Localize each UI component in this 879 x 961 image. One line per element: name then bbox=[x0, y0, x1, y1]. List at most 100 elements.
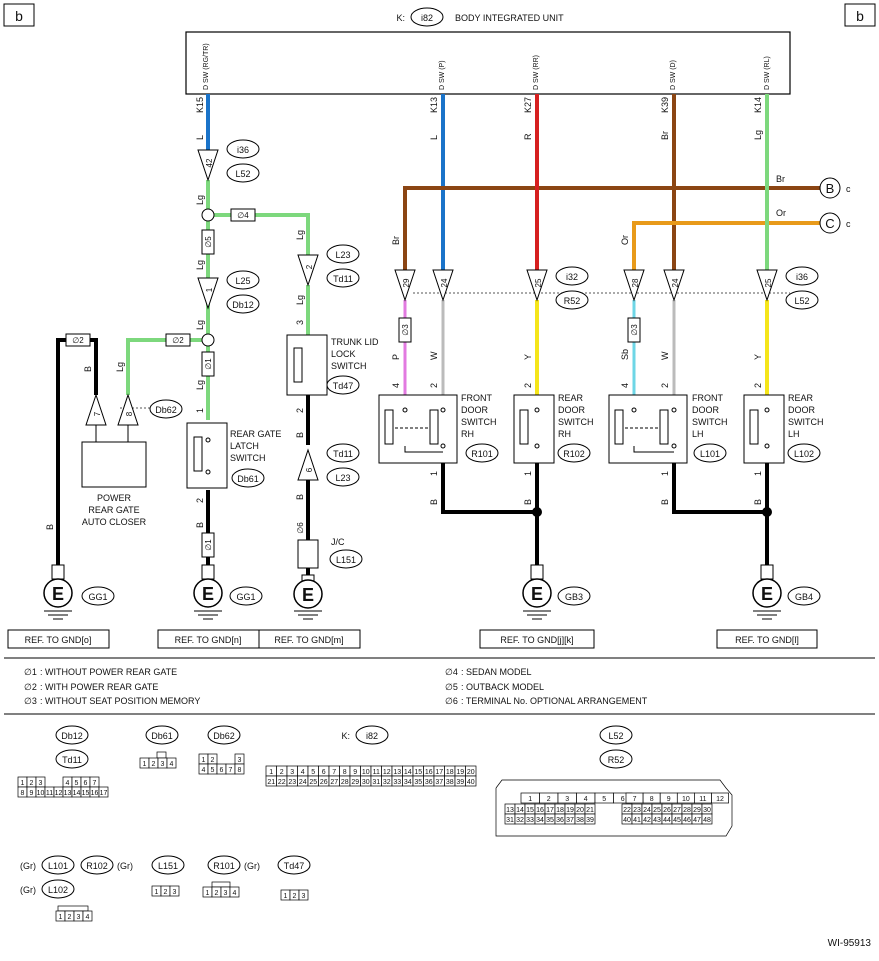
connector-pin-number: 36 bbox=[425, 779, 433, 786]
opt-box-3b bbox=[627, 317, 641, 343]
label-r-col3: R bbox=[523, 133, 533, 140]
flh-label-3: SWITCH bbox=[692, 417, 728, 427]
ref-gnd-n: REF. TO GND[n] bbox=[175, 635, 242, 645]
unit-prefix: K: bbox=[396, 13, 405, 23]
label-sb: Sb bbox=[620, 349, 630, 360]
connector-pin-number: 20 bbox=[576, 807, 584, 814]
connector-pin-number: 22 bbox=[623, 807, 631, 814]
connector-pin-number: 2 bbox=[293, 893, 297, 900]
connector-pin-number: 4 bbox=[584, 796, 588, 803]
ref-gnd-jk: REF. TO GND[j][k] bbox=[500, 635, 573, 645]
connector-pin-number: 35 bbox=[546, 817, 554, 824]
connector-pin-number: 13 bbox=[64, 790, 72, 797]
connector-pin-number: 2 bbox=[30, 780, 34, 787]
connector-pin-number: 18 bbox=[556, 807, 564, 814]
splice-gb3 bbox=[532, 507, 542, 517]
pin-label-rgtr: D SW (RG/TR) bbox=[203, 43, 210, 90]
oval-l23-b: L23 bbox=[335, 473, 350, 483]
oval-r101: R101 bbox=[471, 449, 493, 459]
bus-c-terminal bbox=[819, 212, 841, 234]
opt-box-5 bbox=[201, 229, 215, 255]
label-lg-sedan: Lg bbox=[295, 230, 305, 240]
rear-gate-latch-switch bbox=[186, 422, 228, 489]
connector-pin-number: 37 bbox=[566, 817, 574, 824]
bus-b-letter: B bbox=[826, 181, 835, 196]
connector-pin-number: 14 bbox=[73, 790, 81, 797]
connector-pin-number: 1 bbox=[202, 757, 206, 764]
connector-pin-number: 29 bbox=[351, 779, 359, 786]
connector-pin-number: 2 bbox=[280, 769, 284, 776]
bus-c-c: c bbox=[846, 219, 851, 229]
conn-tri-td11 bbox=[297, 448, 319, 481]
ground-e-2: E bbox=[202, 584, 214, 604]
bus-c-letter: C bbox=[825, 216, 834, 231]
wire-green-closer bbox=[126, 338, 202, 395]
connector-pin-number: 12 bbox=[716, 796, 724, 803]
unit-code-oval bbox=[410, 7, 444, 27]
connector-pin-number: 13 bbox=[393, 769, 401, 776]
label-l-col1: L bbox=[195, 135, 205, 140]
connector-pin-number: 31 bbox=[372, 779, 380, 786]
wire-brown-bus bbox=[403, 186, 820, 270]
flh-label-1: FRONT bbox=[692, 393, 723, 403]
pin-label-rl: D SW (RL) bbox=[764, 56, 771, 90]
opt-mark-1a: ∅1 bbox=[204, 358, 213, 370]
label-k39: K39 bbox=[660, 97, 670, 113]
rlh-label-2: DOOR bbox=[788, 405, 816, 415]
junction-sedan bbox=[201, 208, 215, 222]
conn-tri-25b bbox=[756, 269, 778, 302]
rlh-label-4: LH bbox=[788, 429, 800, 439]
label-pin2-flh: 2 bbox=[660, 383, 670, 388]
connector-pin-number: 43 bbox=[653, 817, 661, 824]
oval-i32: i32 bbox=[566, 272, 578, 282]
connector-pin-number: 10 bbox=[37, 790, 45, 797]
label-b-frh: B bbox=[429, 499, 439, 505]
label-y-rlh: Y bbox=[753, 354, 763, 360]
oval-l25: L25 bbox=[235, 276, 250, 286]
trunk-label-1: TRUNK LID bbox=[331, 337, 379, 347]
cv-td11: Td11 bbox=[62, 755, 82, 765]
connector-pin-number: 17 bbox=[435, 769, 443, 776]
cv-k-prefix: K: bbox=[341, 731, 350, 741]
connector-pin-number: 1 bbox=[59, 914, 63, 921]
connector-pin-number: 26 bbox=[663, 807, 671, 814]
note-4-text: : SEDAN MODEL bbox=[461, 667, 532, 677]
figure-id: WI-95913 bbox=[828, 938, 872, 949]
connector-pin-number: 3 bbox=[302, 893, 306, 900]
label-lg-closer: Lg bbox=[115, 362, 125, 372]
connector-pin-number: 44 bbox=[663, 817, 671, 824]
connector-pin-number: 21 bbox=[267, 779, 275, 786]
label-b-trunk: B bbox=[295, 432, 305, 438]
notes: ∅1 : WITHOUT POWER REAR GATE ∅2 : WITH P… bbox=[24, 667, 648, 706]
connector-pin-number: 3 bbox=[161, 761, 165, 768]
connector-pin-number: 42 bbox=[643, 817, 651, 824]
rlh-label-1: REAR bbox=[788, 393, 814, 403]
label-pin2-trunk: 2 bbox=[295, 408, 305, 413]
option-boxes: ∅4 ∅5 ∅1 ∅2 ∅2 ∅1 ∅3 ∅3 ∅6 bbox=[65, 208, 641, 558]
pin-25b: 25 bbox=[764, 278, 773, 287]
connector-pin-number: 12 bbox=[383, 769, 391, 776]
connector-pin-number: 11 bbox=[699, 796, 706, 803]
jc-label: J/C bbox=[331, 537, 345, 547]
latch-switch-contact bbox=[193, 436, 203, 472]
conn-tri-db62-8 bbox=[117, 393, 139, 426]
connector-pin-number: 24 bbox=[299, 779, 307, 786]
cv-l151: L151 bbox=[158, 861, 178, 871]
connector-pin-number: 10 bbox=[362, 769, 370, 776]
connector-pin-number: 17 bbox=[546, 807, 554, 814]
note-2-text: : WITH POWER REAR GATE bbox=[40, 682, 158, 692]
label-lg-trunk: Lg bbox=[295, 295, 305, 305]
opt-mark-4: ∅4 bbox=[237, 211, 249, 220]
conn-tri-29 bbox=[394, 269, 416, 302]
label-pin4-flh: 4 bbox=[620, 383, 630, 388]
connector-pin-number: 2 bbox=[152, 761, 156, 768]
ground-jc: E bbox=[293, 574, 323, 620]
connector-pin-number: 32 bbox=[516, 817, 524, 824]
opt-box-1b bbox=[201, 532, 215, 558]
label-lg-col5: Lg bbox=[753, 130, 763, 140]
front-door-switch-lh bbox=[608, 394, 688, 464]
ground-e-5: E bbox=[761, 584, 773, 604]
connector-pin-number: 25 bbox=[309, 779, 317, 786]
connector-pin-number: 21 bbox=[586, 807, 594, 814]
connector-pin-number: 5 bbox=[75, 780, 79, 787]
